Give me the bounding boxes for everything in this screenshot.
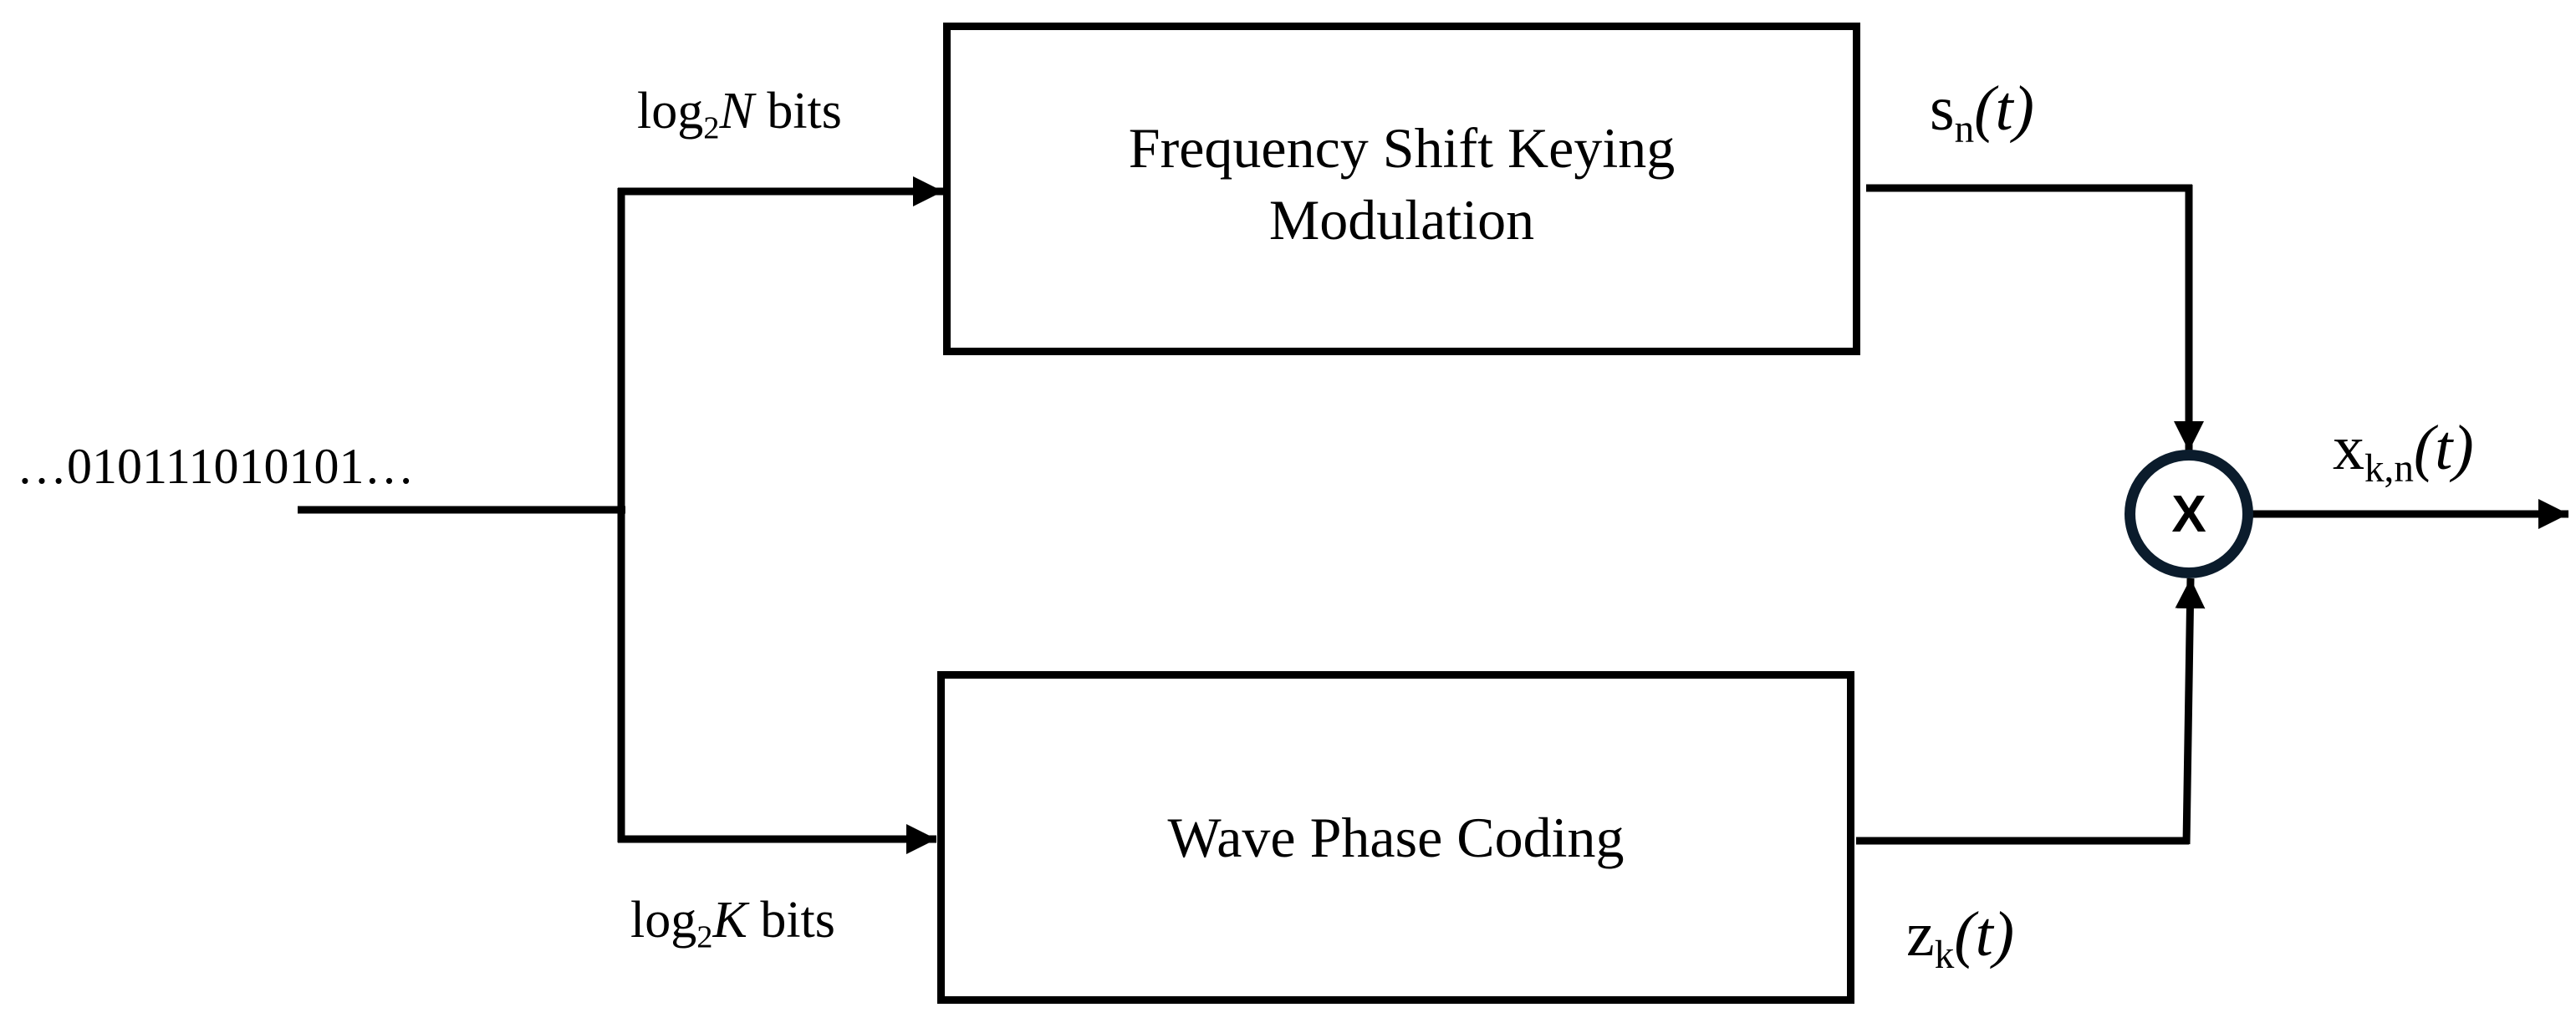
bottom-bits-var: K [712,892,747,949]
fsk-block-line2: Modulation [1268,188,1535,252]
top-bits-var: N [719,83,754,140]
top-bits-sub: 2 [703,110,720,146]
xkn-base: x [2333,413,2364,483]
xkn-sub: k,n [2364,447,2414,491]
xkn-signal-label: xk,n(t) [2333,416,2474,489]
sn-signal-label: sn(t) [1930,77,2034,150]
bottom-bits-sub: 2 [696,919,713,955]
zk-arg: (t) [1954,899,2015,969]
zk-base: z [1906,899,1935,969]
sn-base: s [1930,74,1955,144]
multiplier-node: X [2125,450,2253,578]
fsk-block-line1: Frequency Shift Keying [1128,116,1676,180]
top-bits-prefix: log [637,83,704,140]
zk-signal-label: zk(t) [1906,903,2014,975]
wave-phase-coding-block: Wave Phase Coding [937,671,1854,1004]
top-bits-label: log2N bits [637,85,842,145]
bottom-bits-suffix: bits [760,892,835,949]
bottom-bits-label: log2K bits [630,894,835,954]
top-bits-suffix: bits [767,83,842,140]
sn-arg: (t) [1974,74,2034,144]
bottom-bits-prefix: log [630,892,697,949]
input-bitstream-label: …010111010101… [17,439,415,494]
fsk-modulation-block: Frequency Shift Keying Modulation [943,23,1860,355]
wpc-block-line1: Wave Phase Coding [1167,806,1625,869]
multiply-icon: X [2171,485,2206,543]
xkn-arg: (t) [2413,413,2474,483]
zk-sub: k [1934,934,1955,978]
zk-arrow [2175,578,2206,845]
sn-sub: n [1954,108,1975,152]
